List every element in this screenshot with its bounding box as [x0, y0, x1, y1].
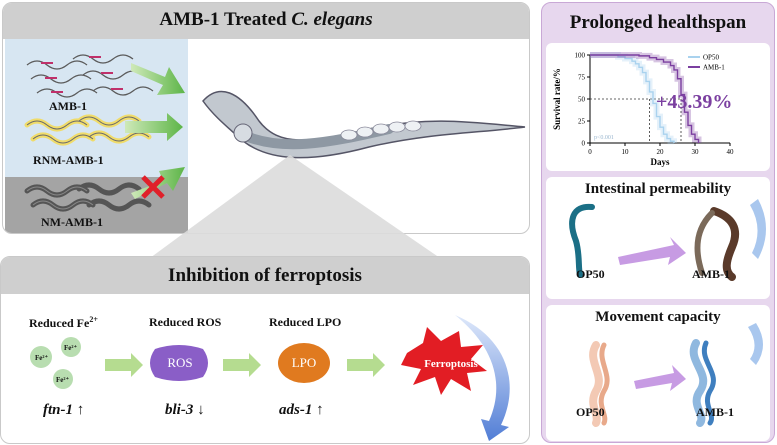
- chart-x-tick-label: 20: [657, 148, 665, 156]
- treated-panel: AMB-1 Treated C. elegans AMB-1: [2, 2, 530, 234]
- step-arrow-1-icon: [105, 353, 143, 377]
- title-main-text: AMB-1 Treated: [159, 9, 292, 30]
- amb1-bacteria-icon: [26, 54, 154, 98]
- step-arrow-3-icon: [347, 353, 385, 377]
- chart-x-tick-label: 0: [588, 148, 592, 156]
- ros-badge-text: ROS: [167, 355, 193, 370]
- permeability-worms-icon: [569, 199, 766, 281]
- chart-series-amb-1: [590, 54, 700, 143]
- chart-y-tick-label: 0: [582, 140, 586, 148]
- chart-x-tick-label: 10: [622, 148, 630, 156]
- permeability-card: Intestinal permeability OP50 AMB-1: [546, 177, 770, 299]
- title-species-text: C. elegans: [291, 9, 373, 30]
- fe-particle-1: Fe²⁺: [35, 354, 49, 362]
- improvement-value: +43.39%: [656, 91, 733, 113]
- ros-badge-icon: [150, 345, 208, 381]
- ferroptosis-burst-icon: [401, 315, 510, 441]
- rnm-amb1-bacteria-icon: [24, 114, 152, 146]
- nm-amb1-label: NM-AMB-1: [41, 215, 103, 229]
- ferroptosis-burst-label: Ferroptosis: [424, 358, 478, 370]
- treated-panel-title: AMB-1 Treated C. elegans: [3, 9, 529, 31]
- gene-ftn1: ftn-1 ↑: [43, 402, 85, 418]
- arrow-nm-icon: [131, 167, 185, 199]
- treated-panel-header: [3, 3, 529, 39]
- chart-y-tick-label: 75: [578, 74, 586, 82]
- chart-y-tick-label: 100: [575, 52, 586, 60]
- ferroptosis-panel-title: Inhibition of ferroptosis: [168, 265, 362, 286]
- step-lpo-label: Reduced LPO: [269, 315, 342, 329]
- healthspan-panel: Prolonged healthspan 0 10 20 30 40 0 25 50 75 100…: [541, 2, 775, 443]
- chart-y-tick-label: 50: [578, 96, 586, 104]
- rnm-amb1-label: RNM-AMB-1: [33, 153, 104, 167]
- step-ros-label: Reduced ROS: [149, 315, 222, 329]
- chart-x-tick-label: 40: [727, 148, 735, 156]
- ferroptosis-panel: Inhibition of ferroptosis Reduced Fe2+ R…: [0, 256, 530, 444]
- permeability-title: Intestinal permeability: [584, 181, 732, 197]
- permeability-right-label: AMB-1: [692, 267, 730, 281]
- zoom-projection-shape: [150, 155, 440, 258]
- chart-x-tick-label: 30: [692, 148, 700, 156]
- healthspan-panel-title: Prolonged healthspan: [569, 12, 747, 33]
- movement-card: Movement capacity OP50 AMB-1: [546, 305, 770, 441]
- nm-amb1-bacteria-icon: [24, 182, 152, 212]
- fe-particle-3: Fe²⁺: [56, 376, 70, 384]
- amb1-label: AMB-1: [49, 99, 87, 113]
- movement-left-label: OP50: [576, 405, 605, 419]
- step-fe-label: Reduced Fe2+: [29, 315, 98, 330]
- movement-worms-icon: [589, 323, 763, 427]
- chart-annotation: p<0.001: [594, 135, 614, 141]
- gene-ads1: ads-1 ↑: [279, 402, 324, 418]
- ferroptosis-panel-header: [1, 257, 529, 294]
- arrow-rnm-icon: [125, 113, 183, 141]
- chart-y-tick-label: 25: [578, 118, 586, 126]
- arrow-amb1-icon: [131, 63, 185, 95]
- chart-x-label: Days: [650, 157, 669, 167]
- gene-bli3: bli-3 ↓: [165, 402, 205, 418]
- permeability-left-label: OP50: [576, 267, 605, 281]
- fe-particles-icon: [30, 337, 81, 389]
- movement-title: Movement capacity: [595, 309, 721, 325]
- c-elegans-worm-icon: [202, 90, 526, 159]
- chart-legend-label: OP50: [703, 54, 719, 62]
- step-arrow-2-icon: [223, 353, 261, 377]
- lpo-badge-icon: [278, 343, 330, 383]
- movement-right-label: AMB-1: [696, 405, 734, 419]
- chart-series-op50: [590, 54, 675, 143]
- fe-particle-2: Fe²⁺: [64, 344, 78, 352]
- chart-y-label: Survival rate/%: [552, 68, 562, 130]
- chart-legend-label: AMB-1: [703, 64, 725, 72]
- lpo-badge-text: LPO: [291, 355, 317, 370]
